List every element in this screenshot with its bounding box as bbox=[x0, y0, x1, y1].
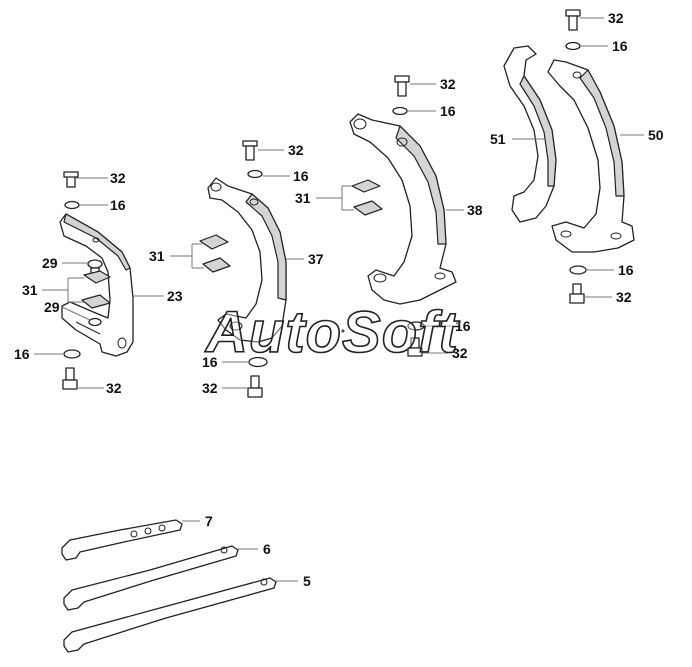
part-38-bracket bbox=[349, 113, 457, 305]
callout-31: 31 bbox=[22, 282, 38, 298]
callout-7: 7 bbox=[205, 513, 213, 529]
part-31-pad-b1 bbox=[199, 234, 229, 250]
leader-lines bbox=[34, 17, 644, 582]
callout-6: 6 bbox=[263, 541, 271, 557]
part-16-washer-h bbox=[569, 265, 587, 275]
callout-16: 16 bbox=[202, 354, 218, 370]
watermark-dot bbox=[341, 329, 345, 333]
part-32-bolt-h bbox=[569, 283, 585, 304]
callout-29: 29 bbox=[42, 255, 58, 271]
callout-32: 32 bbox=[202, 380, 218, 396]
part-32-bolt-d bbox=[247, 375, 263, 398]
part-31-pad-c1 bbox=[351, 179, 381, 193]
part-16-washer-b bbox=[63, 349, 81, 359]
callout-31: 31 bbox=[149, 248, 165, 264]
part-16-washer-a bbox=[64, 200, 80, 210]
callout-16: 16 bbox=[14, 346, 30, 362]
callout-16: 16 bbox=[440, 103, 456, 119]
callout-16: 16 bbox=[293, 168, 309, 184]
callout-32: 32 bbox=[616, 289, 632, 305]
callout-5: 5 bbox=[303, 573, 311, 589]
callout-32: 32 bbox=[106, 380, 122, 396]
part-29-clip-b bbox=[88, 317, 102, 327]
part-32-bolt-f bbox=[407, 337, 423, 357]
callout-32: 32 bbox=[608, 10, 624, 26]
callout-32: 32 bbox=[110, 170, 126, 186]
part-16-washer-c bbox=[247, 169, 263, 179]
part-31-pad-c2 bbox=[353, 200, 383, 216]
part-37-bracket bbox=[207, 177, 287, 343]
part-6-strap bbox=[63, 545, 239, 611]
callout-50: 50 bbox=[648, 127, 664, 143]
callout-38: 38 bbox=[467, 202, 483, 218]
part-16-washer-g bbox=[565, 41, 581, 51]
part-32-bolt-c bbox=[242, 140, 258, 161]
callout-32: 32 bbox=[288, 142, 304, 158]
part-32-bolt-g bbox=[565, 9, 581, 31]
callout-32: 32 bbox=[452, 345, 468, 361]
callout-32: 32 bbox=[440, 76, 456, 92]
callout-29: 29 bbox=[44, 299, 60, 315]
watermark-logo: AutoSoft bbox=[204, 300, 460, 365]
part-5-strap bbox=[63, 577, 277, 653]
part-31-pad-a2 bbox=[81, 294, 111, 309]
callout-31: 31 bbox=[295, 190, 311, 206]
part-16-washer-e bbox=[392, 106, 408, 116]
part-31-pad-a1 bbox=[83, 270, 111, 284]
part-32-bolt-a bbox=[63, 171, 79, 188]
callout-16: 16 bbox=[618, 262, 634, 278]
callout-labels: 32 16 29 31 29 23 16 32 32 16 31 37 16 3… bbox=[14, 10, 664, 589]
callout-16: 16 bbox=[110, 197, 126, 213]
part-32-bolt-e bbox=[394, 75, 410, 97]
callout-23: 23 bbox=[167, 288, 183, 304]
part-50-bracket bbox=[547, 59, 635, 253]
callout-16: 16 bbox=[612, 38, 628, 54]
callout-37: 37 bbox=[308, 251, 324, 267]
part-51-bracket bbox=[503, 45, 557, 223]
part-32-bolt-b bbox=[62, 367, 78, 390]
part-7-strap bbox=[61, 519, 183, 561]
callout-16: 16 bbox=[455, 318, 471, 334]
callout-51: 51 bbox=[490, 131, 506, 147]
part-23-bracket bbox=[59, 213, 134, 357]
part-31-pad-b2 bbox=[202, 257, 231, 273]
